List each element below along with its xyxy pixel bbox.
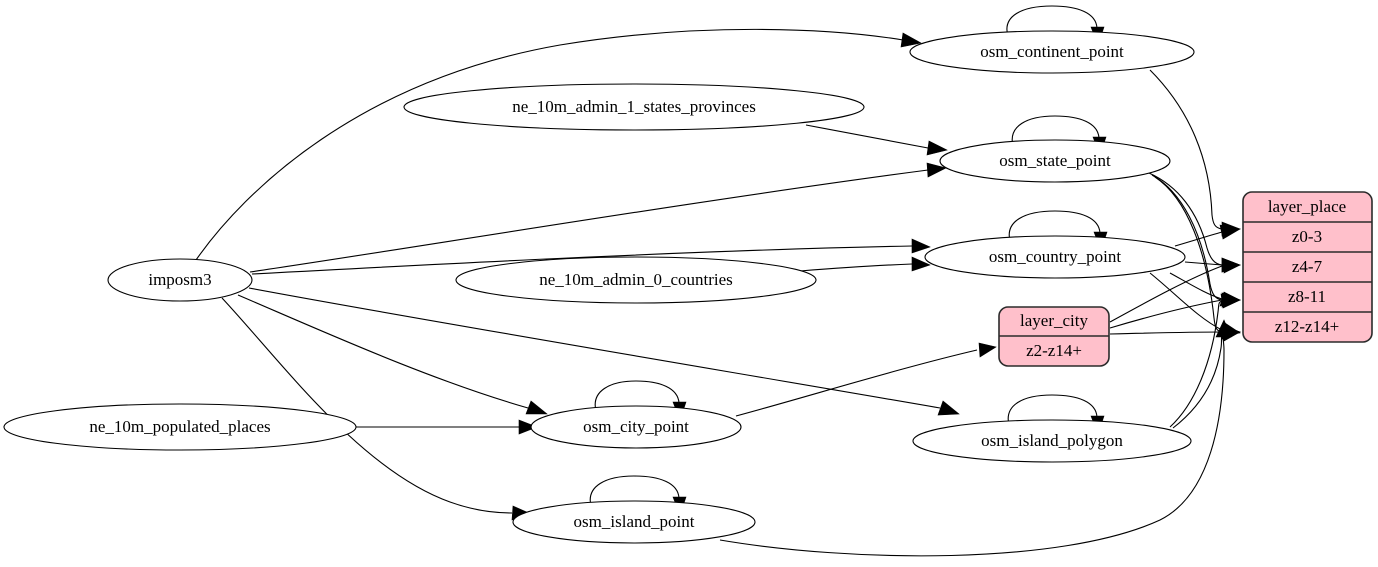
arrowhead-icon [1220, 293, 1241, 309]
edge-layer-city-to-layer-place-z12-z14 [1109, 331, 1223, 335]
edge-ne-states-provinces-to-osm-state-point [805, 124, 929, 149]
node-osm-island-point[interactable]: osm_island_point [512, 500, 756, 544]
arrowhead-icon [518, 419, 538, 435]
edge-imposm3-to-osm-state-point [249, 169, 929, 273]
record-row-layer-place-title: layer_place [1268, 197, 1346, 216]
node-ne-10m-admin-0-countries[interactable]: ne_10m_admin_0_countries [455, 256, 817, 304]
edge-layer-city-to-layer-place-z4-7 [1109, 265, 1223, 323]
node-shape-ellipse[interactable] [403, 83, 865, 131]
node-label-osm-state-point: osm_state_point [999, 151, 1111, 170]
node-label-ne-10m-admin-1-states-provinces: ne_10m_admin_1_states_provinces [512, 97, 756, 116]
node-shape-ellipse[interactable] [912, 419, 1192, 463]
edge-imposm3-to-osm-continent-point [195, 28, 904, 261]
record-node-layer-city[interactable]: layer_city z2-z14+ [998, 306, 1110, 367]
edge-osm-island-polygon-to-layer-place-z12-z14 [1172, 333, 1223, 429]
arrowhead-icon [1223, 258, 1241, 274]
arrowhead-icon [978, 342, 997, 358]
record-row-layer-place-z12-z14[interactable]: z12-z14+ [1275, 317, 1339, 336]
node-osm-city-point[interactable]: osm_city_point [530, 405, 742, 449]
edge-osm-island-polygon-to-layer-place-z8-11 [1169, 300, 1223, 428]
self-loop-osm-island-polygon [1007, 394, 1098, 426]
arrowhead-icon [926, 140, 948, 156]
record-row-layer-place-z8-11[interactable]: z8-11 [1288, 287, 1326, 306]
node-label-imposm3: imposm3 [148, 270, 211, 289]
record-row-layer-place-z0-3[interactable]: z0-3 [1292, 227, 1322, 246]
edge-osm-country-point-to-layer-place-z12-z14 [1149, 272, 1223, 331]
node-label-osm-continent-point: osm_continent_point [980, 42, 1124, 61]
arrowhead-icon [1215, 319, 1232, 338]
edge-ne-admin0-countries-to-osm-country-point [799, 263, 913, 272]
node-layer: imposm3 ne_10m_populated_places ne_10m_a… [3, 30, 1195, 544]
node-label-osm-island-polygon: osm_island_polygon [981, 431, 1123, 450]
edge-osm-state-point-to-layer-place-z12-z14 [1154, 176, 1223, 333]
node-imposm3[interactable]: imposm3 [107, 258, 253, 302]
edge-osm-continent-point-to-layer-place-z0-3 [1149, 69, 1223, 230]
edge-osm-country-point-to-layer-place-z0-3 [1174, 231, 1223, 247]
record-node-layer-place[interactable]: layer_place z0-3 z4-7 z8-11 z12-z14+ [1242, 191, 1373, 343]
node-shape-ellipse[interactable] [909, 30, 1195, 74]
node-shape-ellipse[interactable] [939, 139, 1171, 183]
arrowhead-icon [525, 400, 548, 415]
node-shape-ellipse[interactable] [455, 256, 817, 304]
edge-osm-city-point-to-layer-city-z2-z14 [735, 349, 978, 417]
node-shape-ellipse[interactable] [512, 500, 756, 544]
edge-imposm3-to-osm-island-polygon [248, 287, 941, 409]
edge-osm-state-point-to-layer-place-z4-7 [1148, 172, 1223, 266]
node-osm-country-point[interactable]: osm_country_point [924, 235, 1186, 279]
node-shape-ellipse[interactable] [3, 403, 357, 451]
edge-osm-country-point-to-layer-place-z4-7 [1184, 261, 1223, 266]
record-node-layer: layer_place z0-3 z4-7 z8-11 z12-z14+ lay… [998, 191, 1373, 367]
self-loop-osm-state-point [1011, 115, 1100, 147]
arrowhead-icon [911, 238, 931, 254]
node-label-ne-10m-populated-places: ne_10m_populated_places [89, 417, 270, 436]
node-label-osm-city-point: osm_city_point [583, 417, 689, 436]
node-shape-ellipse[interactable] [107, 258, 253, 302]
self-loop-osm-continent-point [1006, 5, 1098, 37]
self-loop-osm-city-point [594, 380, 680, 412]
edge-imposm3-to-osm-city-point [237, 294, 529, 409]
node-shape-ellipse[interactable] [530, 405, 742, 449]
edge-imposm3-to-osm-country-point [251, 245, 913, 275]
node-label-ne-10m-admin-0-countries: ne_10m_admin_0_countries [539, 270, 733, 289]
record-row-layer-city-title: layer_city [1020, 311, 1088, 330]
node-osm-state-point[interactable]: osm_state_point [939, 139, 1171, 183]
node-osm-continent-point[interactable]: osm_continent_point [909, 30, 1195, 74]
node-shape-ellipse[interactable] [924, 235, 1186, 279]
arrowhead-icon [926, 162, 947, 178]
edge-osm-island-point-to-layer-place-z12-z14 [719, 335, 1225, 557]
self-loop-osm-island-point [589, 475, 680, 507]
arrowhead-icon [1219, 224, 1241, 240]
record-row-layer-city-z2-z14[interactable]: z2-z14+ [1026, 341, 1082, 360]
self-loop-osm-country-point [1008, 210, 1101, 242]
edge-osm-country-point-to-layer-place-z8-11 [1169, 272, 1223, 300]
edge-layer-city-to-layer-place-z8-11 [1109, 299, 1223, 329]
record-shape-layer-place[interactable] [1242, 191, 1373, 343]
node-label-osm-island-point: osm_island_point [574, 512, 695, 531]
node-label-osm-country-point: osm_country_point [989, 247, 1121, 266]
node-ne-10m-admin-1-states-provinces[interactable]: ne_10m_admin_1_states_provinces [403, 83, 865, 131]
arrowhead-icon [937, 400, 960, 416]
arrowhead-icon [911, 256, 931, 272]
node-ne-10m-populated-places[interactable]: ne_10m_populated_places [3, 403, 357, 451]
edge-layer [195, 5, 1241, 557]
edge-imposm3-to-osm-island-point [221, 297, 513, 514]
node-osm-island-polygon[interactable]: osm_island_polygon [912, 419, 1192, 463]
record-row-layer-place-z4-7[interactable]: z4-7 [1292, 257, 1323, 276]
arrowhead-icon [900, 32, 922, 48]
